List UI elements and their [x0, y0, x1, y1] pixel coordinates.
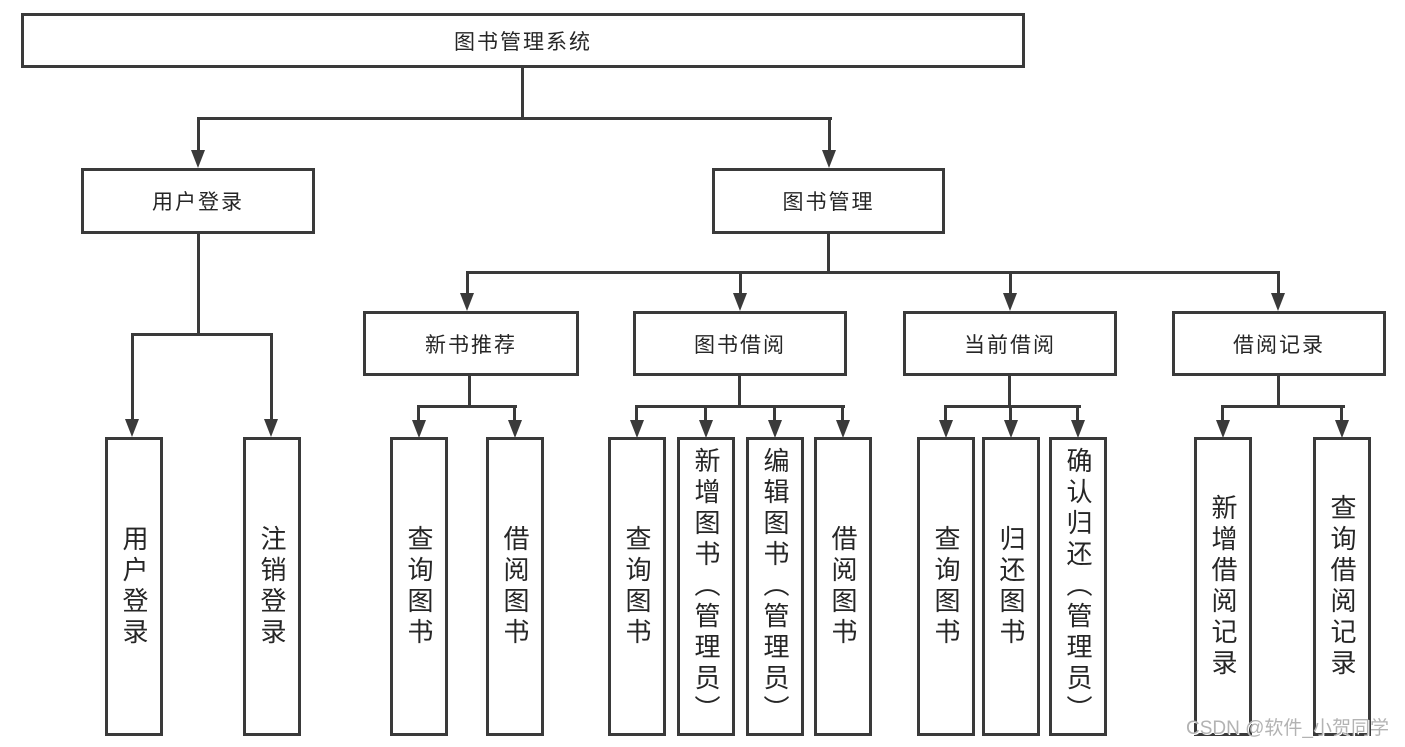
node-current-borrow: 当前借阅: [903, 311, 1117, 376]
arrow-down-icon: [630, 420, 644, 438]
connector-line: [635, 405, 638, 422]
arrow-down-icon: [768, 420, 782, 438]
connector-line: [1277, 376, 1280, 407]
node-book-borrow: 图书借阅: [633, 311, 847, 376]
arrow-down-icon: [191, 150, 205, 168]
leaf-add-book-admin-label: 新增图书（管理员）: [691, 447, 721, 726]
connector-line: [827, 234, 830, 274]
connector-line: [1221, 405, 1345, 408]
arrow-down-icon: [264, 419, 278, 437]
connector-line: [828, 117, 831, 151]
leaf-borrow-books-1-label: 借阅图书: [500, 524, 530, 649]
leaf-query-books-2-label: 查询图书: [622, 524, 652, 649]
node-book-management-label: 图书管理: [782, 191, 875, 214]
node-borrow-records: 借阅记录: [1172, 311, 1386, 376]
leaf-logout: 注销登录: [243, 437, 301, 736]
leaf-borrow-books-1: 借阅图书: [486, 437, 544, 736]
arrow-down-icon: [508, 420, 522, 438]
leaf-query-books-1-label: 查询图书: [404, 524, 434, 649]
connector-line: [417, 405, 420, 422]
connector-line: [270, 333, 273, 421]
leaf-return-book: 归还图书: [982, 437, 1040, 736]
leaf-query-books-3: 查询图书: [917, 437, 975, 736]
connector-line: [1076, 405, 1079, 422]
arrow-down-icon: [1335, 420, 1349, 438]
leaf-add-borrow-record-label: 新增借阅记录: [1208, 493, 1238, 680]
node-current-borrow-label: 当前借阅: [964, 333, 1056, 357]
node-root-label: 图书管理系统: [454, 30, 592, 54]
connector-line: [1340, 405, 1343, 422]
arrow-down-icon: [460, 293, 474, 311]
connector-line: [197, 117, 832, 120]
leaf-logout-label: 注销登录: [257, 524, 287, 649]
connector-line: [944, 405, 947, 422]
arrow-down-icon: [1216, 420, 1230, 438]
leaf-query-borrow-record: 查询借阅记录: [1313, 437, 1371, 736]
connector-line: [1277, 271, 1280, 295]
connector-line: [197, 234, 200, 335]
connector-line: [417, 405, 517, 408]
leaf-query-books-1: 查询图书: [390, 437, 448, 736]
connector-line: [1009, 271, 1012, 295]
leaf-query-books-3-label: 查询图书: [931, 524, 961, 649]
leaf-query-books-2: 查询图书: [608, 437, 666, 736]
connector-line: [738, 376, 741, 407]
node-book-borrow-label: 图书借阅: [694, 333, 786, 357]
arrow-down-icon: [412, 420, 426, 438]
connector-line: [704, 405, 707, 422]
connector-line: [1221, 405, 1224, 422]
connector-line: [513, 405, 516, 422]
leaf-add-borrow-record: 新增借阅记录: [1194, 437, 1252, 736]
arrow-down-icon: [822, 150, 836, 168]
leaf-user-login: 用户登录: [105, 437, 163, 736]
leaf-add-book-admin: 新增图书（管理员）: [677, 437, 735, 736]
arrow-down-icon: [733, 293, 747, 311]
arrow-down-icon: [1003, 293, 1017, 311]
leaf-user-login-label: 用户登录: [119, 524, 149, 649]
connector-line: [466, 271, 469, 295]
leaf-edit-book-admin-label: 编辑图书（管理员）: [760, 447, 790, 726]
node-new-book-recommend: 新书推荐: [363, 311, 579, 376]
connector-line: [841, 405, 844, 422]
leaf-borrow-books-2-label: 借阅图书: [828, 524, 858, 649]
arrow-down-icon: [699, 420, 713, 438]
leaf-return-book-label: 归还图书: [996, 524, 1026, 649]
node-new-book-recommend-label: 新书推荐: [425, 333, 517, 357]
connector-line: [466, 271, 1280, 274]
leaf-confirm-return-admin-label: 确认归还（管理员）: [1063, 447, 1093, 726]
connector-line: [739, 271, 742, 295]
leaf-confirm-return-admin: 确认归还（管理员）: [1049, 437, 1107, 736]
connector-line: [131, 333, 134, 421]
connector-line: [773, 405, 776, 422]
connector-line: [468, 376, 471, 407]
node-borrow-records-label: 借阅记录: [1233, 333, 1325, 357]
leaf-query-borrow-record-label: 查询借阅记录: [1327, 493, 1357, 680]
connector-line: [1009, 405, 1012, 422]
arrow-down-icon: [836, 420, 850, 438]
node-user-login: 用户登录: [81, 168, 315, 234]
connector-line: [521, 68, 524, 118]
node-user-login-label: 用户登录: [152, 191, 244, 214]
node-root: 图书管理系统: [21, 13, 1025, 68]
watermark: CSDN @软件_小贺同学: [1186, 718, 1389, 739]
connector-line: [635, 405, 845, 408]
connector-line: [944, 405, 1081, 408]
arrow-down-icon: [1071, 420, 1085, 438]
arrow-down-icon: [1004, 420, 1018, 438]
node-book-management: 图书管理: [712, 168, 945, 234]
connector-line: [197, 117, 200, 151]
leaf-edit-book-admin: 编辑图书（管理员）: [746, 437, 804, 736]
connector-line: [131, 333, 273, 336]
connector-line: [1008, 376, 1011, 407]
arrow-down-icon: [1271, 293, 1285, 311]
leaf-borrow-books-2: 借阅图书: [814, 437, 872, 736]
arrow-down-icon: [125, 419, 139, 437]
arrow-down-icon: [939, 420, 953, 438]
